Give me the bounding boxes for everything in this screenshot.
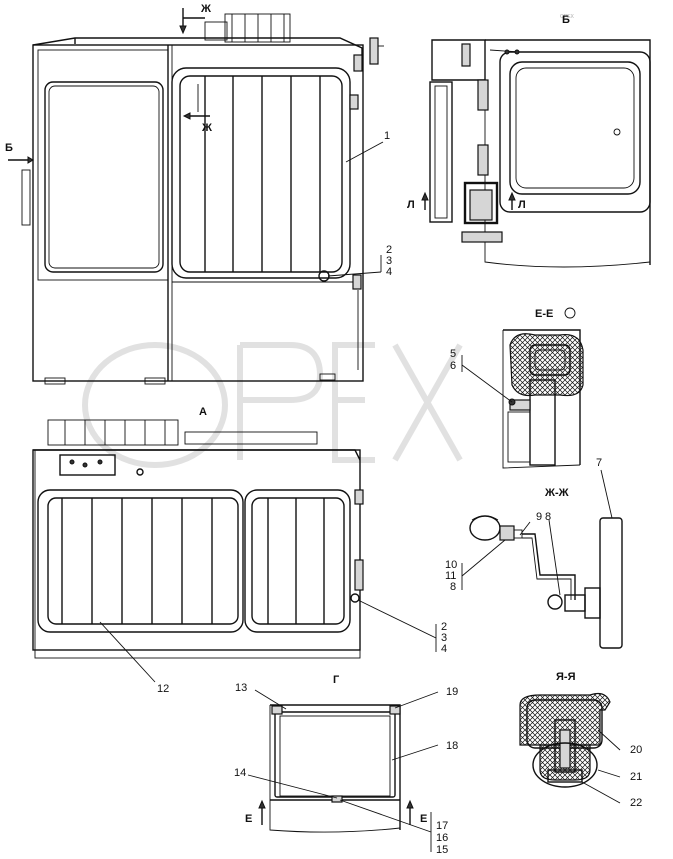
callout-3-lower: 3 bbox=[441, 632, 447, 644]
view-b bbox=[421, 39, 651, 268]
callout-7: 7 bbox=[596, 457, 602, 469]
watermark: OPEX bbox=[82, 14, 575, 468]
callout-6: 6 bbox=[450, 360, 456, 372]
view-a-title: А bbox=[199, 406, 207, 418]
mark-e-left: Е bbox=[245, 813, 252, 825]
callout-10: 10 bbox=[445, 559, 457, 571]
top-view-label: Ж bbox=[200, 3, 211, 15]
callout-4-lower: 4 bbox=[441, 643, 447, 655]
callout-2-upper: 2 bbox=[386, 244, 392, 256]
section-zhzh-title: Ж-Ж bbox=[544, 487, 569, 499]
section-yaya bbox=[519, 692, 611, 788]
view-g bbox=[258, 704, 414, 833]
view-b-title: Б bbox=[562, 14, 570, 26]
mark-e-right: Е bbox=[420, 813, 427, 825]
section-yaya-title: Я-Я bbox=[556, 671, 576, 683]
section-ee-title: Е-Е bbox=[535, 308, 553, 320]
mark-l-left: Л bbox=[407, 199, 415, 211]
callout-3-upper: 3 bbox=[386, 255, 392, 267]
callout-8: 8 bbox=[545, 511, 551, 523]
callout-19: 19 bbox=[446, 686, 458, 698]
callout-18: 18 bbox=[446, 740, 458, 752]
view-a bbox=[32, 419, 364, 659]
callout-12: 12 bbox=[157, 683, 169, 695]
watermark-text: OPEX bbox=[560, 14, 575, 20]
callout-13: 13 bbox=[235, 682, 247, 694]
mark-l-right: Л bbox=[518, 199, 526, 211]
callout-14: 14 bbox=[234, 767, 246, 779]
callout-1: 1 bbox=[384, 130, 390, 142]
callout-5: 5 bbox=[450, 348, 456, 360]
cab-side-view bbox=[8, 8, 384, 385]
callout-16: 16 bbox=[436, 832, 448, 844]
callout-21: 21 bbox=[630, 771, 642, 783]
callout-11: 11 bbox=[445, 570, 456, 582]
callout-15: 15 bbox=[436, 844, 448, 856]
left-view-label: Б bbox=[5, 142, 13, 154]
section-ee bbox=[502, 307, 584, 469]
callout-8-lower: 8 bbox=[450, 581, 456, 593]
view-g-title: Г bbox=[333, 674, 340, 686]
leader-lines bbox=[99, 141, 621, 852]
callout-22: 22 bbox=[630, 797, 642, 809]
callout-2-lower: 2 bbox=[441, 621, 447, 633]
door-view-label: Ж bbox=[201, 122, 212, 134]
callout-17: 17 bbox=[436, 820, 448, 832]
callout-20: 20 bbox=[630, 744, 642, 756]
callout-9: 9 bbox=[536, 511, 542, 523]
callout-4-upper: 4 bbox=[386, 266, 392, 278]
section-zhzh bbox=[469, 515, 623, 649]
